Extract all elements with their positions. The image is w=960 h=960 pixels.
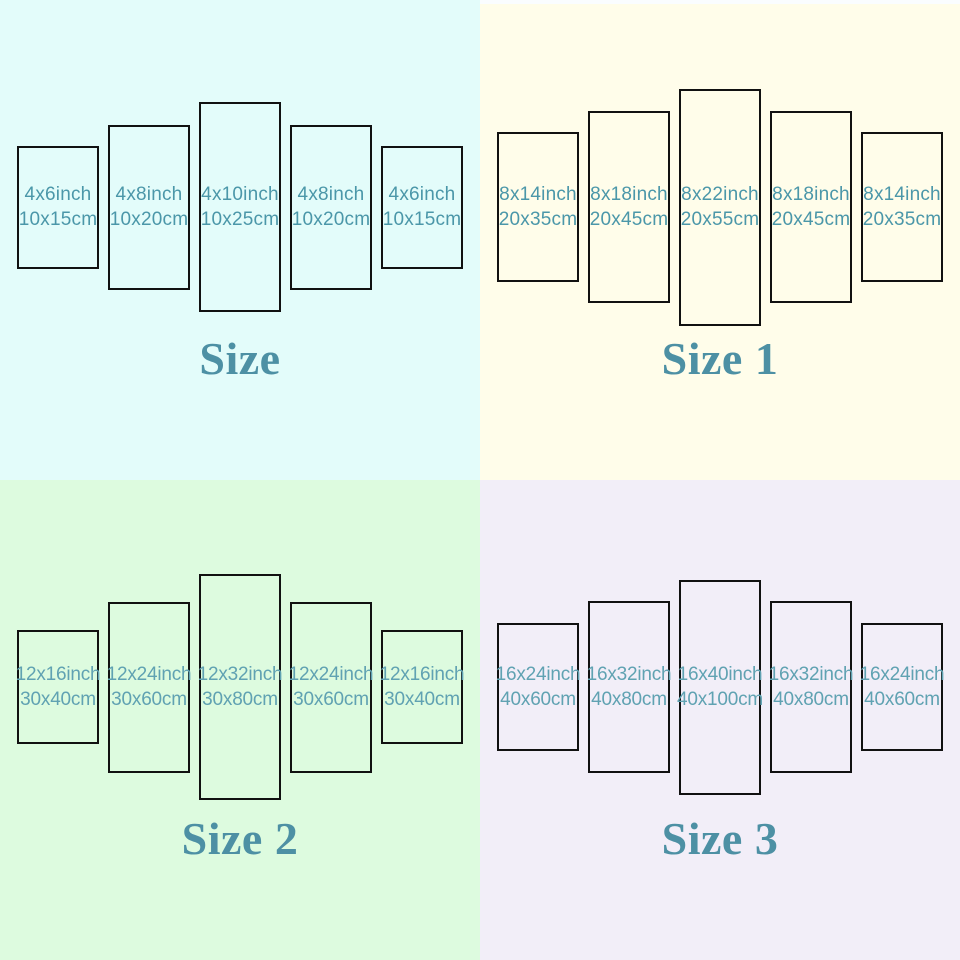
panel-size-label: 8x14inch 20x35cm	[499, 182, 578, 232]
canvas-panel-outline: 8x14inch 20x35cm	[861, 132, 943, 282]
panel-size-cm: 20x45cm	[771, 209, 851, 230]
panel-size-cm: 10x20cm	[291, 209, 371, 230]
panel-size-inch: 16x32inch	[586, 663, 672, 685]
canvas-panel-outline: 12x16inch 30x40cm	[16, 630, 101, 744]
panel-size-label: 16x40inch 40x100cm	[677, 662, 763, 712]
canvas-panel-outline: 16x24inch 40x60cm	[860, 623, 945, 751]
canvas-panel-outline: 4x6inch 10x15cm	[381, 145, 463, 269]
top-white-strip	[480, 0, 960, 4]
panel-size-label: 8x18inch 20x45cm	[772, 182, 851, 232]
canvas-panel-outline: 4x6inch 10x15cm	[17, 145, 99, 269]
panel-size-cm: 20x45cm	[589, 209, 669, 230]
panel-size-cm: 20x55cm	[680, 209, 760, 230]
panel-group: 16x24inch 40x60cm 16x32inch 40x80cm 16x4…	[480, 480, 960, 894]
panel-size-inch: 4x10inch	[201, 183, 279, 205]
quadrant-size-2: 12x16inch 30x40cm 12x24inch 30x60cm 12x3…	[0, 480, 480, 960]
panel-size-label: 12x16inch 30x40cm	[380, 662, 465, 712]
panel-size-label: 16x24inch 40x60cm	[496, 662, 581, 712]
panel-size-cm: 10x15cm	[382, 209, 462, 230]
panel-size-inch: 12x16inch	[379, 663, 465, 685]
canvas-panel-outline: 12x24inch 30x60cm	[107, 601, 192, 773]
panel-size-inch: 16x24inch	[495, 663, 581, 685]
panel-size-inch: 8x22inch	[681, 183, 759, 205]
panel-size-label: 16x24inch 40x60cm	[860, 662, 945, 712]
panel-size-inch: 8x18inch	[590, 183, 668, 205]
canvas-panel-outline: 8x18inch 20x45cm	[588, 111, 670, 303]
panel-group: 12x16inch 30x40cm 12x24inch 30x60cm 12x3…	[0, 480, 480, 894]
panel-size-cm: 30x40cm	[20, 689, 96, 710]
canvas-panel-outline: 12x32inch 30x80cm	[198, 574, 283, 800]
panel-size-inch: 8x14inch	[863, 183, 941, 205]
panel-size-cm: 40x60cm	[500, 689, 576, 710]
panel-size-label: 12x24inch 30x60cm	[289, 662, 374, 712]
panel-size-cm: 20x35cm	[862, 209, 942, 230]
panel-size-label: 4x10inch 10x25cm	[201, 182, 280, 232]
panel-size-label: 4x6inch 10x15cm	[383, 182, 462, 232]
panel-size-inch: 12x24inch	[106, 663, 192, 685]
panel-size-inch: 16x24inch	[859, 663, 945, 685]
panel-size-cm: 10x25cm	[200, 209, 280, 230]
quadrant-size-1: 8x14inch 20x35cm 8x18inch 20x45cm 8x22in…	[480, 0, 960, 480]
panel-size-label: 4x8inch 10x20cm	[110, 182, 189, 232]
quadrant-title: Size 2	[181, 813, 299, 864]
panel-size-inch: 16x32inch	[768, 663, 854, 685]
panel-size-inch: 4x8inch	[297, 183, 365, 205]
canvas-panel-outline: 4x8inch 10x20cm	[290, 124, 372, 290]
panel-size-cm: 40x80cm	[591, 689, 667, 710]
panel-size-cm: 40x80cm	[773, 689, 849, 710]
quadrant-size-3: 16x24inch 40x60cm 16x32inch 40x80cm 16x4…	[480, 480, 960, 960]
panel-size-inch: 8x14inch	[499, 183, 577, 205]
panel-size-cm: 40x100cm	[676, 689, 764, 710]
panel-size-cm: 10x20cm	[109, 209, 189, 230]
panel-size-cm: 30x60cm	[111, 689, 187, 710]
quadrant-title: Size 3	[661, 813, 779, 864]
panel-size-cm: 40x60cm	[864, 689, 940, 710]
canvas-panel-outline: 8x18inch 20x45cm	[770, 111, 852, 303]
canvas-panel-outline: 16x40inch 40x100cm	[677, 579, 763, 795]
canvas-panel-outline: 12x16inch 30x40cm	[380, 630, 465, 744]
panel-size-inch: 12x32inch	[197, 663, 283, 685]
canvas-panel-outline: 12x24inch 30x60cm	[289, 601, 374, 773]
panel-size-label: 4x8inch 10x20cm	[292, 182, 371, 232]
panel-size-inch: 4x6inch	[24, 183, 92, 205]
canvas-panel-outline: 16x32inch 40x80cm	[587, 601, 672, 773]
panel-size-label: 16x32inch 40x80cm	[769, 662, 854, 712]
panel-size-inch: 12x16inch	[15, 663, 101, 685]
panel-group: 4x6inch 10x15cm 4x8inch 10x20cm 4x10inch…	[0, 0, 480, 414]
panel-size-label: 4x6inch 10x15cm	[19, 182, 98, 232]
panel-size-cm: 30x60cm	[293, 689, 369, 710]
panel-size-label: 12x32inch 30x80cm	[198, 662, 283, 712]
panel-group: 8x14inch 20x35cm 8x18inch 20x45cm 8x22in…	[480, 0, 960, 414]
canvas-panel-outline: 4x10inch 10x25cm	[199, 102, 281, 312]
panel-size-inch: 4x8inch	[115, 183, 183, 205]
panel-size-label: 12x24inch 30x60cm	[107, 662, 192, 712]
quadrant-title: Size	[199, 333, 281, 384]
panel-size-cm: 30x40cm	[384, 689, 460, 710]
panel-size-cm: 30x80cm	[202, 689, 278, 710]
panel-size-label: 8x14inch 20x35cm	[863, 182, 942, 232]
canvas-panel-outline: 4x8inch 10x20cm	[108, 124, 190, 290]
panel-size-inch: 12x24inch	[288, 663, 374, 685]
panel-size-inch: 4x6inch	[388, 183, 456, 205]
quadrant-size: 4x6inch 10x15cm 4x8inch 10x20cm 4x10inch…	[0, 0, 480, 480]
canvas-panel-outline: 16x32inch 40x80cm	[769, 601, 854, 773]
panel-size-inch: 16x40inch	[677, 663, 763, 685]
panel-size-inch: 8x18inch	[772, 183, 850, 205]
canvas-panel-outline: 8x14inch 20x35cm	[497, 132, 579, 282]
panel-size-cm: 20x35cm	[498, 209, 578, 230]
panel-size-label: 16x32inch 40x80cm	[587, 662, 672, 712]
canvas-panel-outline: 8x22inch 20x55cm	[679, 88, 761, 326]
panel-size-label: 8x22inch 20x55cm	[681, 182, 760, 232]
panel-size-label: 12x16inch 30x40cm	[16, 662, 101, 712]
panel-size-label: 8x18inch 20x45cm	[590, 182, 669, 232]
canvas-panel-outline: 16x24inch 40x60cm	[496, 623, 581, 751]
panel-size-cm: 10x15cm	[18, 209, 98, 230]
quadrant-title: Size 1	[661, 333, 779, 384]
